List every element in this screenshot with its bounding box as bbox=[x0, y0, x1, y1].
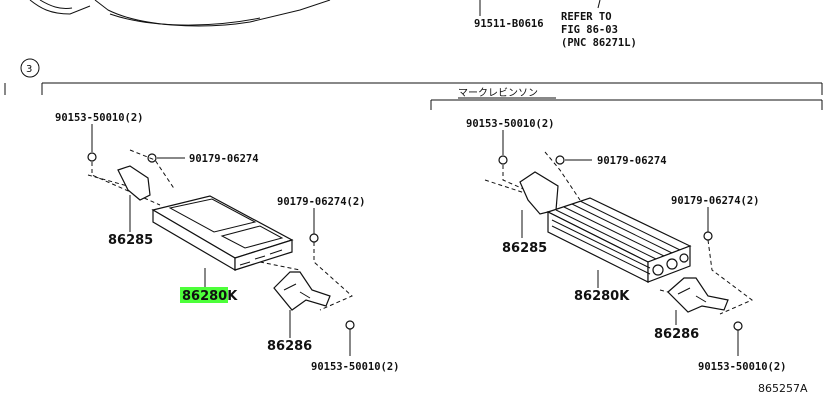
right-nut-top-label: 90179-06274 bbox=[597, 155, 667, 167]
left-assembly: 90153-50010(2) 90179-06274 86285 86280K … bbox=[55, 112, 400, 373]
refer-text-line2: FIG 86-03 bbox=[561, 24, 618, 36]
left-bolt-top-icon bbox=[87, 152, 97, 162]
left-bolt-bottom-label: 90153-50010(2) bbox=[311, 361, 400, 373]
right-bolt-bottom-label: 90153-50010(2) bbox=[698, 361, 787, 373]
figure-code: 865257A bbox=[758, 382, 808, 395]
left-amplifier-shape bbox=[151, 195, 294, 272]
left-bracket-86285-shape bbox=[117, 165, 151, 201]
refer-text-line1: REFER TO bbox=[561, 11, 612, 23]
right-bracket-86286-shape bbox=[667, 277, 729, 313]
top-cropped-artwork bbox=[29, 0, 601, 27]
left-nut-top-icon bbox=[147, 153, 157, 163]
left-bolt-bottom-icon bbox=[345, 320, 355, 330]
right-bracket-86286-label: 86286 bbox=[654, 327, 699, 342]
right-bracket-86285-label: 86285 bbox=[502, 241, 547, 256]
left-bracket-86286-label: 86286 bbox=[267, 339, 312, 354]
left-amplifier-label: 86280K bbox=[182, 289, 238, 304]
left-nut-top-label: 90179-06274 bbox=[189, 153, 259, 165]
right-bolt-top-icon bbox=[498, 155, 508, 165]
section-number: 3 bbox=[26, 64, 32, 75]
right-bolt-top-label: 90153-50010(2) bbox=[466, 118, 555, 130]
right-nut-right-icon bbox=[703, 231, 713, 241]
left-nut-right-label: 90179-06274(2) bbox=[277, 196, 366, 208]
right-assembly: 90153-50010(2) 90179-06274 86285 86280K … bbox=[466, 118, 787, 373]
section-title-jp: マークレビンソン bbox=[458, 87, 538, 99]
refer-text-line3: (PNC 86271L) bbox=[561, 37, 637, 49]
left-bracket-86286-shape bbox=[273, 271, 331, 311]
left-amplifier-highlight bbox=[180, 287, 228, 303]
part-label-91511: 91511-B0616 bbox=[474, 18, 544, 30]
right-amplifier-label: 86280K bbox=[574, 289, 630, 304]
left-bracket-86285-label: 86285 bbox=[108, 233, 153, 248]
right-amplifier-shape bbox=[546, 197, 692, 283]
left-bolt-top-label: 90153-50010(2) bbox=[55, 112, 144, 124]
right-nut-top-icon bbox=[555, 155, 565, 165]
right-bracket-86285-shape bbox=[519, 171, 559, 215]
right-nut-right-label: 90179-06274(2) bbox=[671, 195, 760, 207]
right-bolt-bottom-icon bbox=[733, 321, 743, 331]
left-nut-right-icon bbox=[309, 233, 319, 243]
section-frame: 3 マークレビンソン bbox=[4, 58, 823, 110]
